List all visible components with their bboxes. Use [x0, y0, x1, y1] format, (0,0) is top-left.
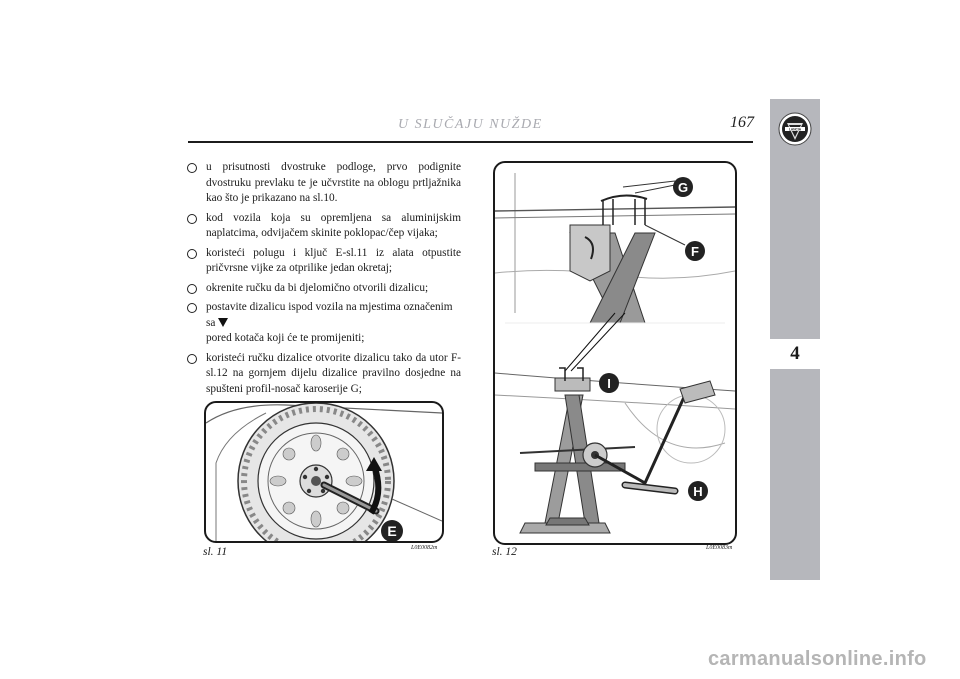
- lancia-logo-icon: LANCIA: [778, 112, 812, 146]
- figure-11: E: [204, 401, 444, 543]
- figure-11-code: L0E0082m: [411, 545, 438, 551]
- page-number: 167: [730, 114, 754, 131]
- list-item: okrenite ručku da bi djelomično otvorili…: [187, 281, 461, 297]
- scissor-jack-illustration: G F I H: [495, 173, 735, 534]
- label-f: F: [691, 244, 699, 259]
- label-h: H: [693, 484, 702, 499]
- bullet-icon: [187, 213, 197, 224]
- figure-12-code: L0E0083m: [706, 545, 733, 551]
- list-item: postavite dizalicu ispod vozila na mjest…: [187, 300, 461, 347]
- figure-11-caption: sl. 11: [203, 546, 228, 558]
- bullet-icon: [187, 283, 197, 294]
- bullet-icon: [187, 248, 197, 259]
- list-item: u prisutnosti dvostruke podloge, prvo po…: [187, 160, 461, 207]
- wheel-wrench-illustration: E: [206, 403, 442, 541]
- list-item: kod vozila koja su opremljena sa alumini…: [187, 211, 461, 242]
- label-g: G: [678, 180, 688, 195]
- figure-12: G F I H: [493, 161, 737, 545]
- jack-point-triangle-icon: [218, 317, 229, 327]
- label-e: E: [387, 523, 396, 539]
- label-i: I: [607, 376, 611, 391]
- logo-text: LANCIA: [789, 127, 802, 131]
- list-item: koristeći ručku dizalice otvorite dizali…: [187, 351, 461, 398]
- instruction-list: u prisutnosti dvostruke podloge, prvo po…: [187, 160, 461, 401]
- bullet-icon: [187, 163, 197, 173]
- header-rule: [188, 141, 753, 143]
- list-item: koristeći polugu i ključ E-sl.11 iz alat…: [187, 246, 461, 277]
- page-header-title: U SLUČAJU NUŽDE: [398, 117, 543, 132]
- watermark: carmanualsonline.info: [708, 648, 927, 670]
- bullet-icon: [187, 303, 197, 313]
- chapter-tab: 4: [770, 339, 820, 369]
- figure-12-caption: sl. 12: [492, 546, 517, 558]
- bullet-icon: [187, 353, 197, 364]
